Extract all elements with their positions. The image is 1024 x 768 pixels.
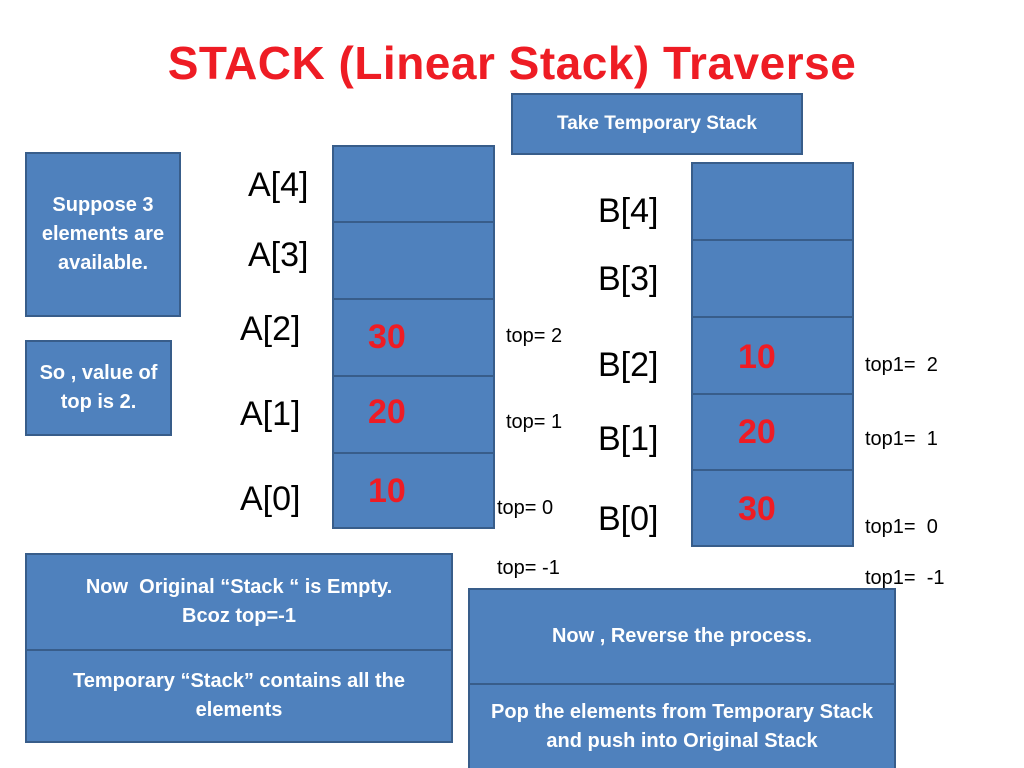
reverse-note: Now , Reverse the process. [468, 588, 896, 685]
stack-b-index-3: B[3] [598, 260, 659, 298]
stack-a-value-2: 30 [368, 318, 406, 356]
stack-b-index-1: B[1] [598, 420, 659, 458]
stack-b-cell-0: 30 [691, 469, 854, 547]
temp-contains-note: Temporary “Stack” contains all the eleme… [25, 649, 453, 743]
stack-a-top-2: top= 2 [506, 325, 563, 347]
stack-a-index-4: A[4] [248, 166, 309, 204]
stack-a-top-1: top= 1 [506, 411, 563, 433]
pop-push-text: Pop the elements from Temporary Stack an… [491, 700, 873, 752]
stack-a-cell-0: 10 [332, 452, 495, 529]
stack-a-cell-3 [332, 221, 495, 300]
stack-b-top1-0: top1= 0 [865, 516, 938, 538]
pop-push-note: Pop the elements from Temporary Stack an… [468, 683, 896, 768]
stack-a-cell-1: 20 [332, 375, 495, 454]
reverse-text: Now , Reverse the process. [551, 625, 813, 647]
top-value-note: So , value of top is 2. [25, 340, 172, 436]
stack-empty-line1: Now Original “Stack “ is Empty. [85, 576, 393, 598]
stack-b-value-0: 30 [738, 490, 776, 528]
stack-b-value-1: 20 [738, 413, 776, 451]
stack-b-cell-1: 20 [691, 393, 854, 471]
suppose-text: Suppose 3 elements are available. [41, 194, 165, 274]
top-value-text: So , value of top is 2. [39, 362, 158, 413]
stack-empty-line2: Bcoz top=-1 [182, 605, 296, 627]
page-title: STACK (Linear Stack) Traverse [167, 37, 857, 89]
stack-a-value-0: 10 [368, 472, 406, 510]
take-temporary-stack-text: Take Temporary Stack [557, 113, 757, 135]
stack-a-cell-4 [332, 145, 495, 223]
stack-b-value-2: 10 [738, 338, 776, 376]
temp-contains-text: Temporary “Stack” contains all the eleme… [73, 670, 405, 721]
take-temporary-stack-note: Take Temporary Stack [511, 93, 803, 155]
stack-b-index-2: B[2] [598, 346, 659, 384]
stack-b-index-0: B[0] [598, 500, 659, 538]
stack-a-index-2: A[2] [240, 310, 301, 348]
stack-b-cell-4 [691, 162, 854, 241]
stack-a-index-1: A[1] [240, 395, 301, 433]
stack-b-top1-neg1: top1= -1 [865, 567, 945, 589]
stack-a-index-0: A[0] [240, 480, 301, 518]
stack-b-index-4: B[4] [598, 192, 659, 230]
stack-a-top-0: top= 0 [497, 497, 554, 519]
stack-b-cell-3 [691, 239, 854, 318]
stack-a-cell-2: 30 [332, 298, 495, 377]
stack-a-value-1: 20 [368, 393, 406, 431]
suppose-note: Suppose 3 elements are available. [25, 152, 181, 317]
stack-b-top1-2: top1= 2 [865, 354, 938, 376]
stack-b-cell-2: 10 [691, 316, 854, 395]
stack-a-index-3: A[3] [248, 236, 309, 274]
stack-a-top-neg1: top= -1 [497, 557, 560, 579]
stack-empty-note: Now Original “Stack “ is Empty. Bcoz top… [25, 553, 453, 651]
stack-b-top1-1: top1= 1 [865, 428, 938, 450]
